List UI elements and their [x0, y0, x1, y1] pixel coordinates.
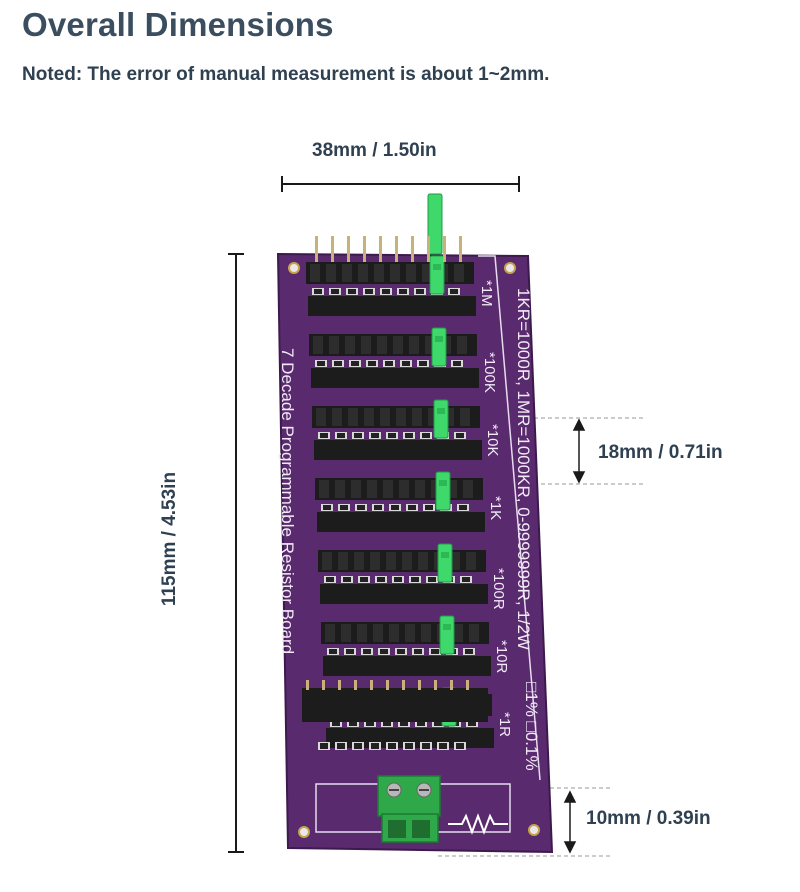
jumper-shunt [429, 255, 445, 295]
terminal-dimension-label: 10mm / 0.39in [586, 808, 711, 829]
row-pitch-dimension-label: 18mm / 0.71in [598, 442, 723, 463]
mounting-hole-icon [528, 824, 540, 836]
jumper-shunt [437, 543, 453, 583]
decade-label: *1R [496, 712, 513, 737]
pin-header [314, 440, 482, 460]
width-dimension-label: 38mm / 1.50in [312, 140, 437, 161]
mounting-hole-icon [298, 826, 310, 838]
pin-header [320, 584, 488, 604]
jumper-shunt [431, 327, 447, 367]
mounting-hole-icon [288, 262, 300, 274]
screw-terminal [377, 775, 441, 843]
jumper-shunt [435, 471, 451, 511]
tolerance-text: □1% □0.1% [522, 682, 541, 771]
decade-label: *1M [478, 280, 495, 307]
height-dimension-line [228, 253, 244, 853]
decade-row: *10K [312, 399, 501, 460]
decade-label: *100R [490, 568, 507, 610]
pin-header [308, 296, 476, 316]
measurement-note: Noted: The error of manual measurement i… [22, 64, 550, 85]
decade-label: *10K [484, 424, 501, 457]
top-header-pins [315, 236, 462, 262]
decade-label: *100K [481, 352, 498, 393]
decade-row: *10R [321, 615, 510, 676]
pin-header [326, 728, 494, 748]
pin-header [302, 688, 488, 722]
resistor-symbol-icon [448, 813, 508, 835]
decade-label: *10R [493, 640, 510, 674]
decade-row: *100R [318, 543, 507, 610]
mounting-hole-icon [504, 262, 516, 274]
width-dimension-line [281, 176, 520, 192]
jumper-shunt [433, 399, 449, 439]
board-name-text: 7 Decade Programmable Resistor Board [278, 348, 297, 654]
page-title: Overall Dimensions [22, 6, 334, 43]
decade-row: *1M [306, 255, 495, 316]
pin-header [317, 512, 485, 532]
jumper-shunt [439, 615, 455, 655]
board-spec-text: 1KR=1000R, 1MR=1000KR, 0-9999999R, 1/2W [514, 288, 533, 650]
decade-row: *100K [309, 327, 498, 393]
row-pitch-dimension-line [478, 417, 645, 485]
pin-header [323, 656, 491, 676]
pin-header [311, 368, 479, 388]
decade-row: *1K [315, 471, 504, 532]
jumper-shunt [427, 193, 443, 255]
decade-label: *1K [487, 496, 504, 520]
decade-rows: *1M *100K *10K *1K *100R *10R *1R [302, 193, 513, 750]
